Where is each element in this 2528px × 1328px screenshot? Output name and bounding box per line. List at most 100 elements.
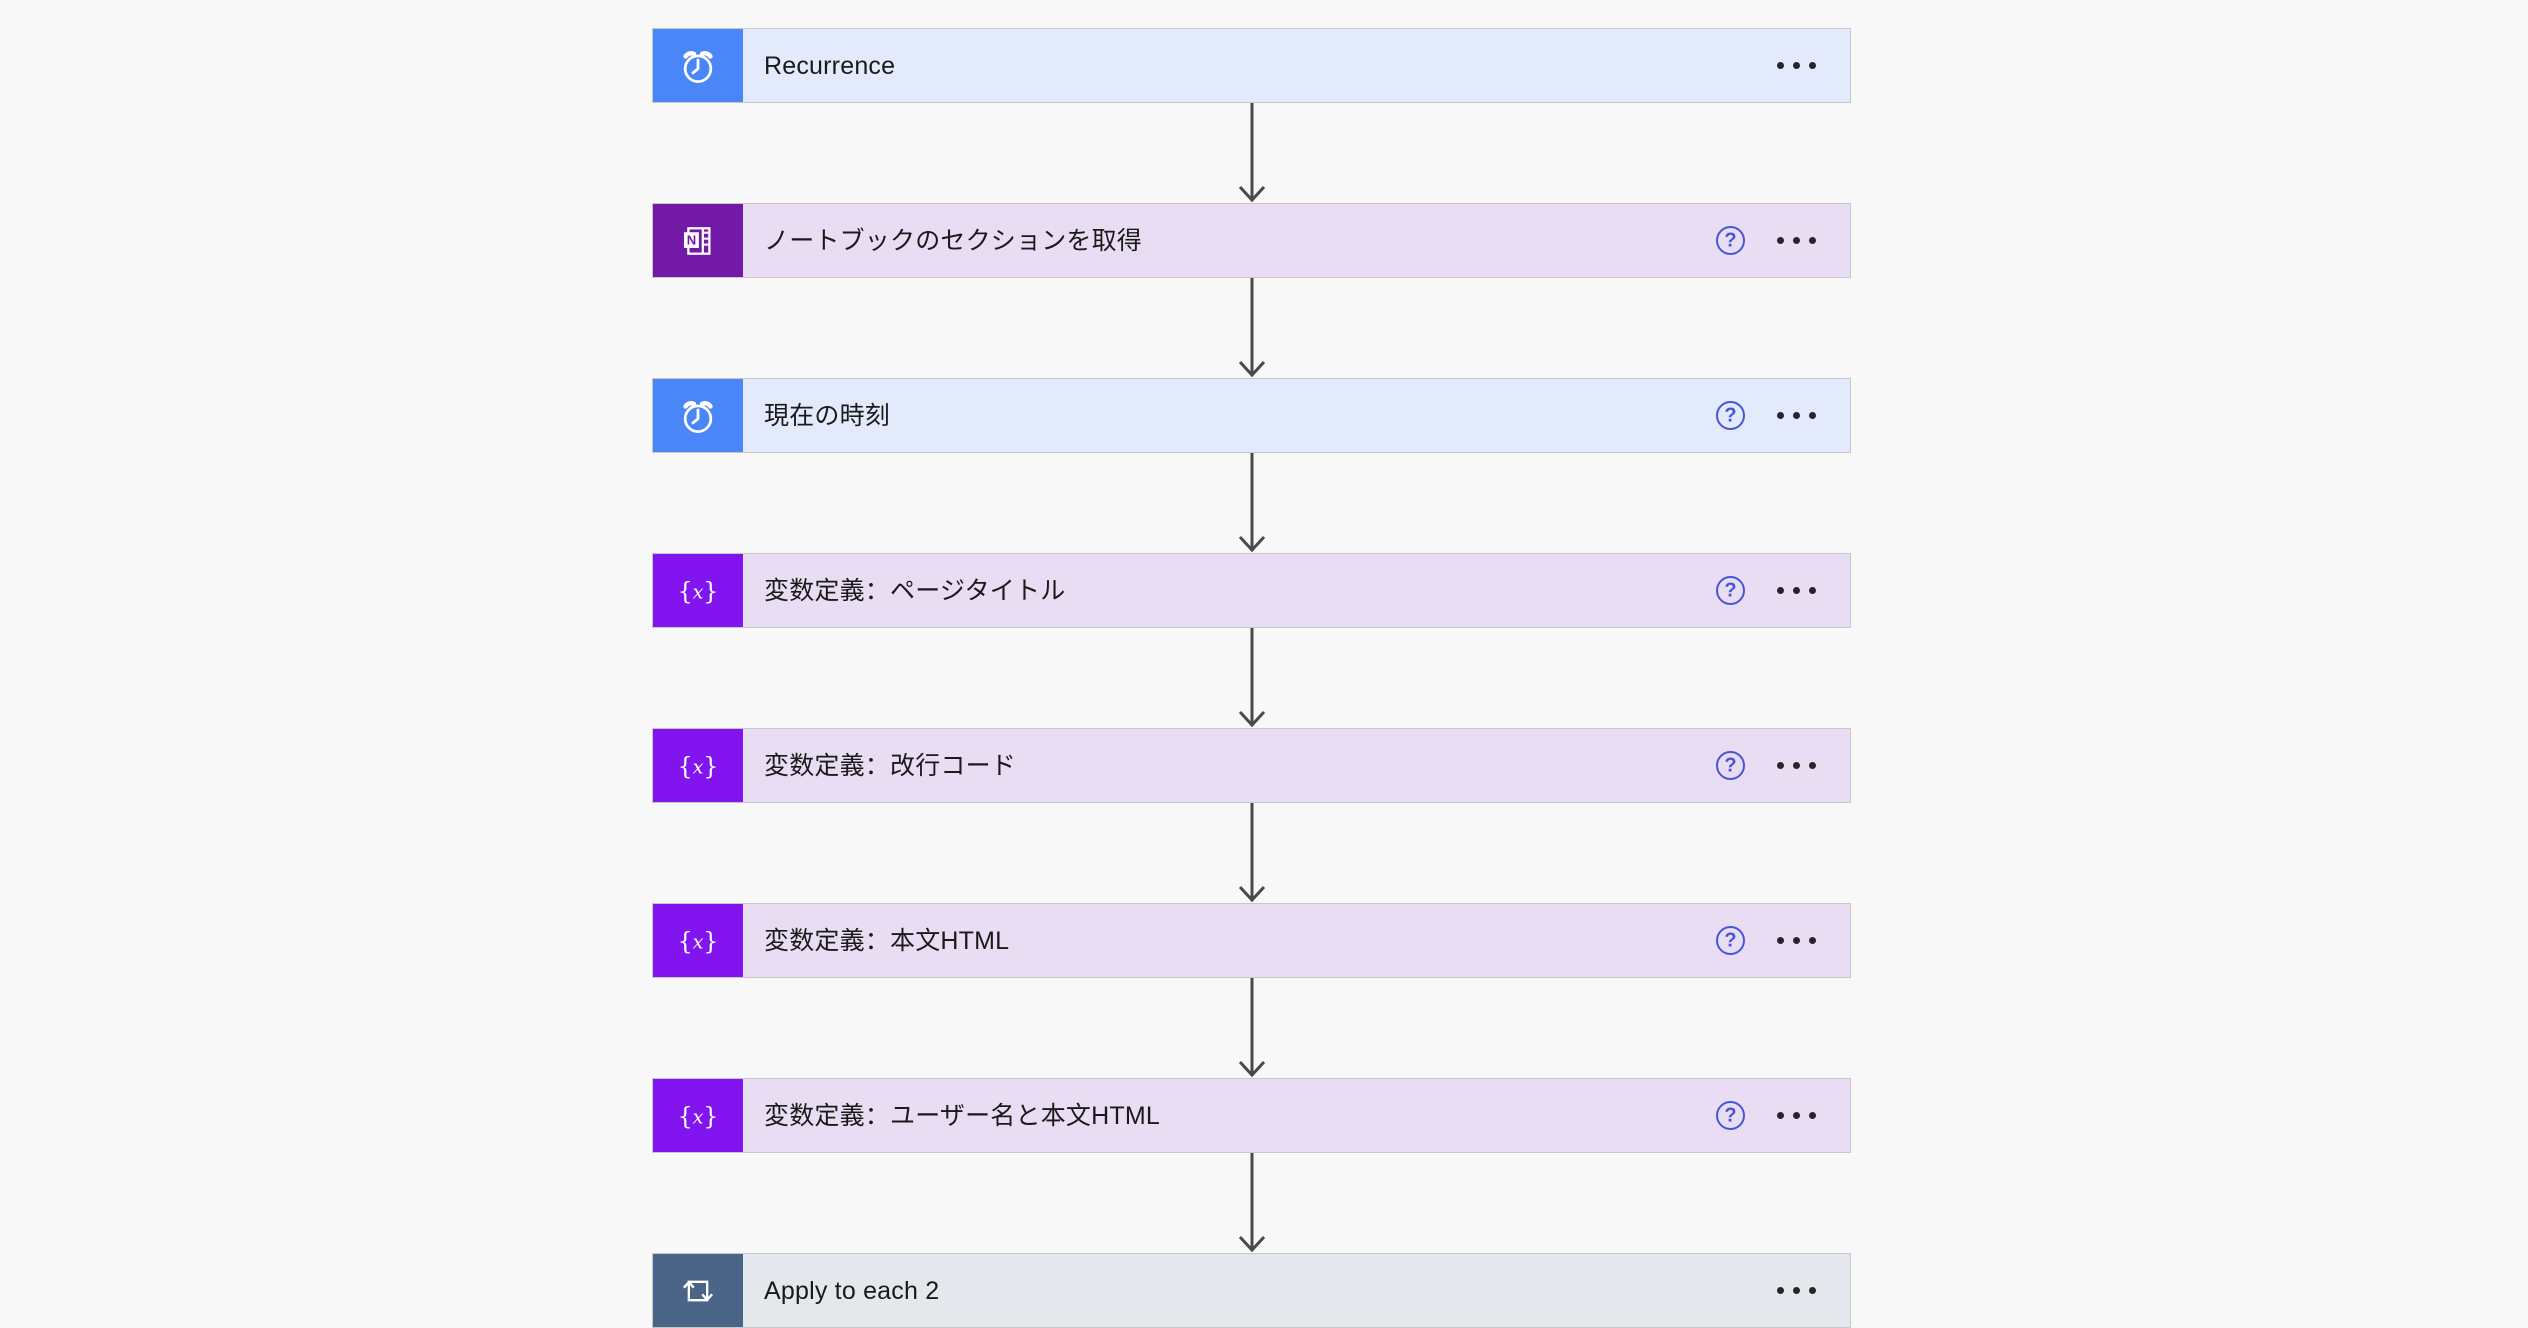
help-icon-glyph: ? [1724, 1104, 1737, 1126]
svg-text:x: x [693, 580, 704, 603]
variable-braces-icon: {x} [653, 904, 743, 977]
help-icon-glyph: ? [1724, 929, 1737, 951]
alarm-clock-icon [653, 29, 743, 102]
svg-text:{: { [678, 752, 693, 780]
ellipsis-dot [1793, 62, 1800, 69]
help-icon[interactable]: ? [1716, 226, 1745, 255]
flow-node[interactable]: {x}変数定義：ページタイトル? [652, 553, 1851, 628]
help-icon[interactable]: ? [1716, 751, 1745, 780]
help-icon[interactable]: ? [1716, 1101, 1745, 1130]
flow-node-body: ノートブックのセクションを取得 [743, 204, 1716, 277]
flow-node[interactable]: Apply to each 2 [652, 1253, 1851, 1328]
more-options-icon[interactable] [1775, 404, 1818, 427]
flow-node-title: Recurrence [764, 51, 896, 80]
ellipsis-dot [1809, 762, 1816, 769]
variable-braces-icon: {x} [653, 1079, 743, 1152]
more-options-icon[interactable] [1775, 929, 1818, 952]
ellipsis-dot [1793, 412, 1800, 419]
help-icon-glyph: ? [1724, 754, 1737, 776]
flow-connector-arrow [652, 278, 1851, 378]
help-icon-glyph: ? [1724, 229, 1737, 251]
flow-node-body: 変数定義：ページタイトル [743, 554, 1716, 627]
ellipsis-dot [1777, 412, 1784, 419]
flow-connector-arrow [652, 803, 1851, 903]
more-options-icon[interactable] [1775, 579, 1818, 602]
flow-node-actions [1775, 29, 1850, 102]
flow-node-actions: ? [1716, 379, 1850, 452]
flow-connector-arrow [652, 103, 1851, 203]
flow-node-title: Apply to each 2 [764, 1276, 940, 1305]
flow-node-actions [1775, 1254, 1850, 1327]
variable-braces-icon: {x} [653, 554, 743, 627]
ellipsis-dot [1809, 1112, 1816, 1119]
ellipsis-dot [1809, 587, 1816, 594]
svg-text:{: { [678, 577, 693, 605]
ellipsis-dot [1809, 237, 1816, 244]
flow-node-actions: ? [1716, 1079, 1850, 1152]
flow-node-body: 変数定義：ユーザー名と本文HTML [743, 1079, 1716, 1152]
flow-connector-arrow [652, 978, 1851, 1078]
svg-text:x: x [693, 1105, 704, 1128]
svg-text:}: } [703, 927, 718, 955]
svg-text:{: { [678, 1102, 693, 1130]
flow-connector-arrow [652, 1153, 1851, 1253]
svg-text:x: x [693, 755, 704, 778]
flow-node-body: Recurrence [743, 29, 1775, 102]
flow-node[interactable]: {x} 変数定義：本文HTML? [652, 903, 1851, 978]
ellipsis-dot [1809, 937, 1816, 944]
alarm-clock-icon [653, 379, 743, 452]
ellipsis-dot [1777, 937, 1784, 944]
svg-text:N: N [687, 232, 696, 247]
flow-node-body: 変数定義：本文HTML [743, 904, 1716, 977]
more-options-icon[interactable] [1775, 54, 1818, 77]
help-icon[interactable]: ? [1716, 576, 1745, 605]
help-icon-glyph: ? [1724, 404, 1737, 426]
flow-node[interactable]: 現在の時刻? [652, 378, 1851, 453]
flow-connector-arrow [652, 628, 1851, 728]
help-icon[interactable]: ? [1716, 401, 1745, 430]
ellipsis-dot [1793, 1112, 1800, 1119]
flow-node[interactable]: Recurrence [652, 28, 1851, 103]
variable-braces-icon: {x} [653, 729, 743, 802]
onenote-icon: N [653, 204, 743, 277]
flow-node-actions: ? [1716, 729, 1850, 802]
help-icon[interactable]: ? [1716, 926, 1745, 955]
ellipsis-dot [1793, 587, 1800, 594]
ellipsis-dot [1793, 237, 1800, 244]
ellipsis-dot [1793, 762, 1800, 769]
flow-node[interactable]: {x}変数定義：ユーザー名と本文HTML? [652, 1078, 1851, 1153]
flow-node-title: ノートブックのセクションを取得 [764, 226, 1143, 255]
ellipsis-dot [1777, 62, 1784, 69]
ellipsis-dot [1777, 762, 1784, 769]
more-options-icon[interactable] [1775, 1279, 1818, 1302]
flow-node-body: 変数定義：改行コード [743, 729, 1716, 802]
flow-node-title: 変数定義：改行コード [764, 751, 1017, 780]
flow-node-actions: ? [1716, 904, 1850, 977]
flow-connector-arrow [652, 453, 1851, 553]
more-options-icon[interactable] [1775, 754, 1818, 777]
svg-text:x: x [693, 930, 704, 953]
more-options-icon[interactable] [1775, 229, 1818, 252]
flow-node-body: 現在の時刻 [743, 379, 1716, 452]
loop-repeat-icon [653, 1254, 743, 1327]
svg-text:}: } [703, 1102, 718, 1130]
ellipsis-dot [1777, 1112, 1784, 1119]
flow-node[interactable]: {x} 変数定義：改行コード? [652, 728, 1851, 803]
flow-node-body: Apply to each 2 [743, 1254, 1775, 1327]
flow-node-actions: ? [1716, 204, 1850, 277]
flow-node-title: 現在の時刻 [764, 401, 891, 430]
more-options-icon[interactable] [1775, 1104, 1818, 1127]
ellipsis-dot [1777, 587, 1784, 594]
ellipsis-dot [1809, 412, 1816, 419]
ellipsis-dot [1793, 1287, 1800, 1294]
ellipsis-dot [1777, 1287, 1784, 1294]
flow-node-title: 変数定義：本文HTML [764, 926, 1010, 955]
help-icon-glyph: ? [1724, 579, 1737, 601]
ellipsis-dot [1809, 1287, 1816, 1294]
ellipsis-dot [1777, 237, 1784, 244]
flow-node-actions: ? [1716, 554, 1850, 627]
flow-node[interactable]: N ノートブックのセクションを取得? [652, 203, 1851, 278]
svg-text:{: { [678, 927, 693, 955]
